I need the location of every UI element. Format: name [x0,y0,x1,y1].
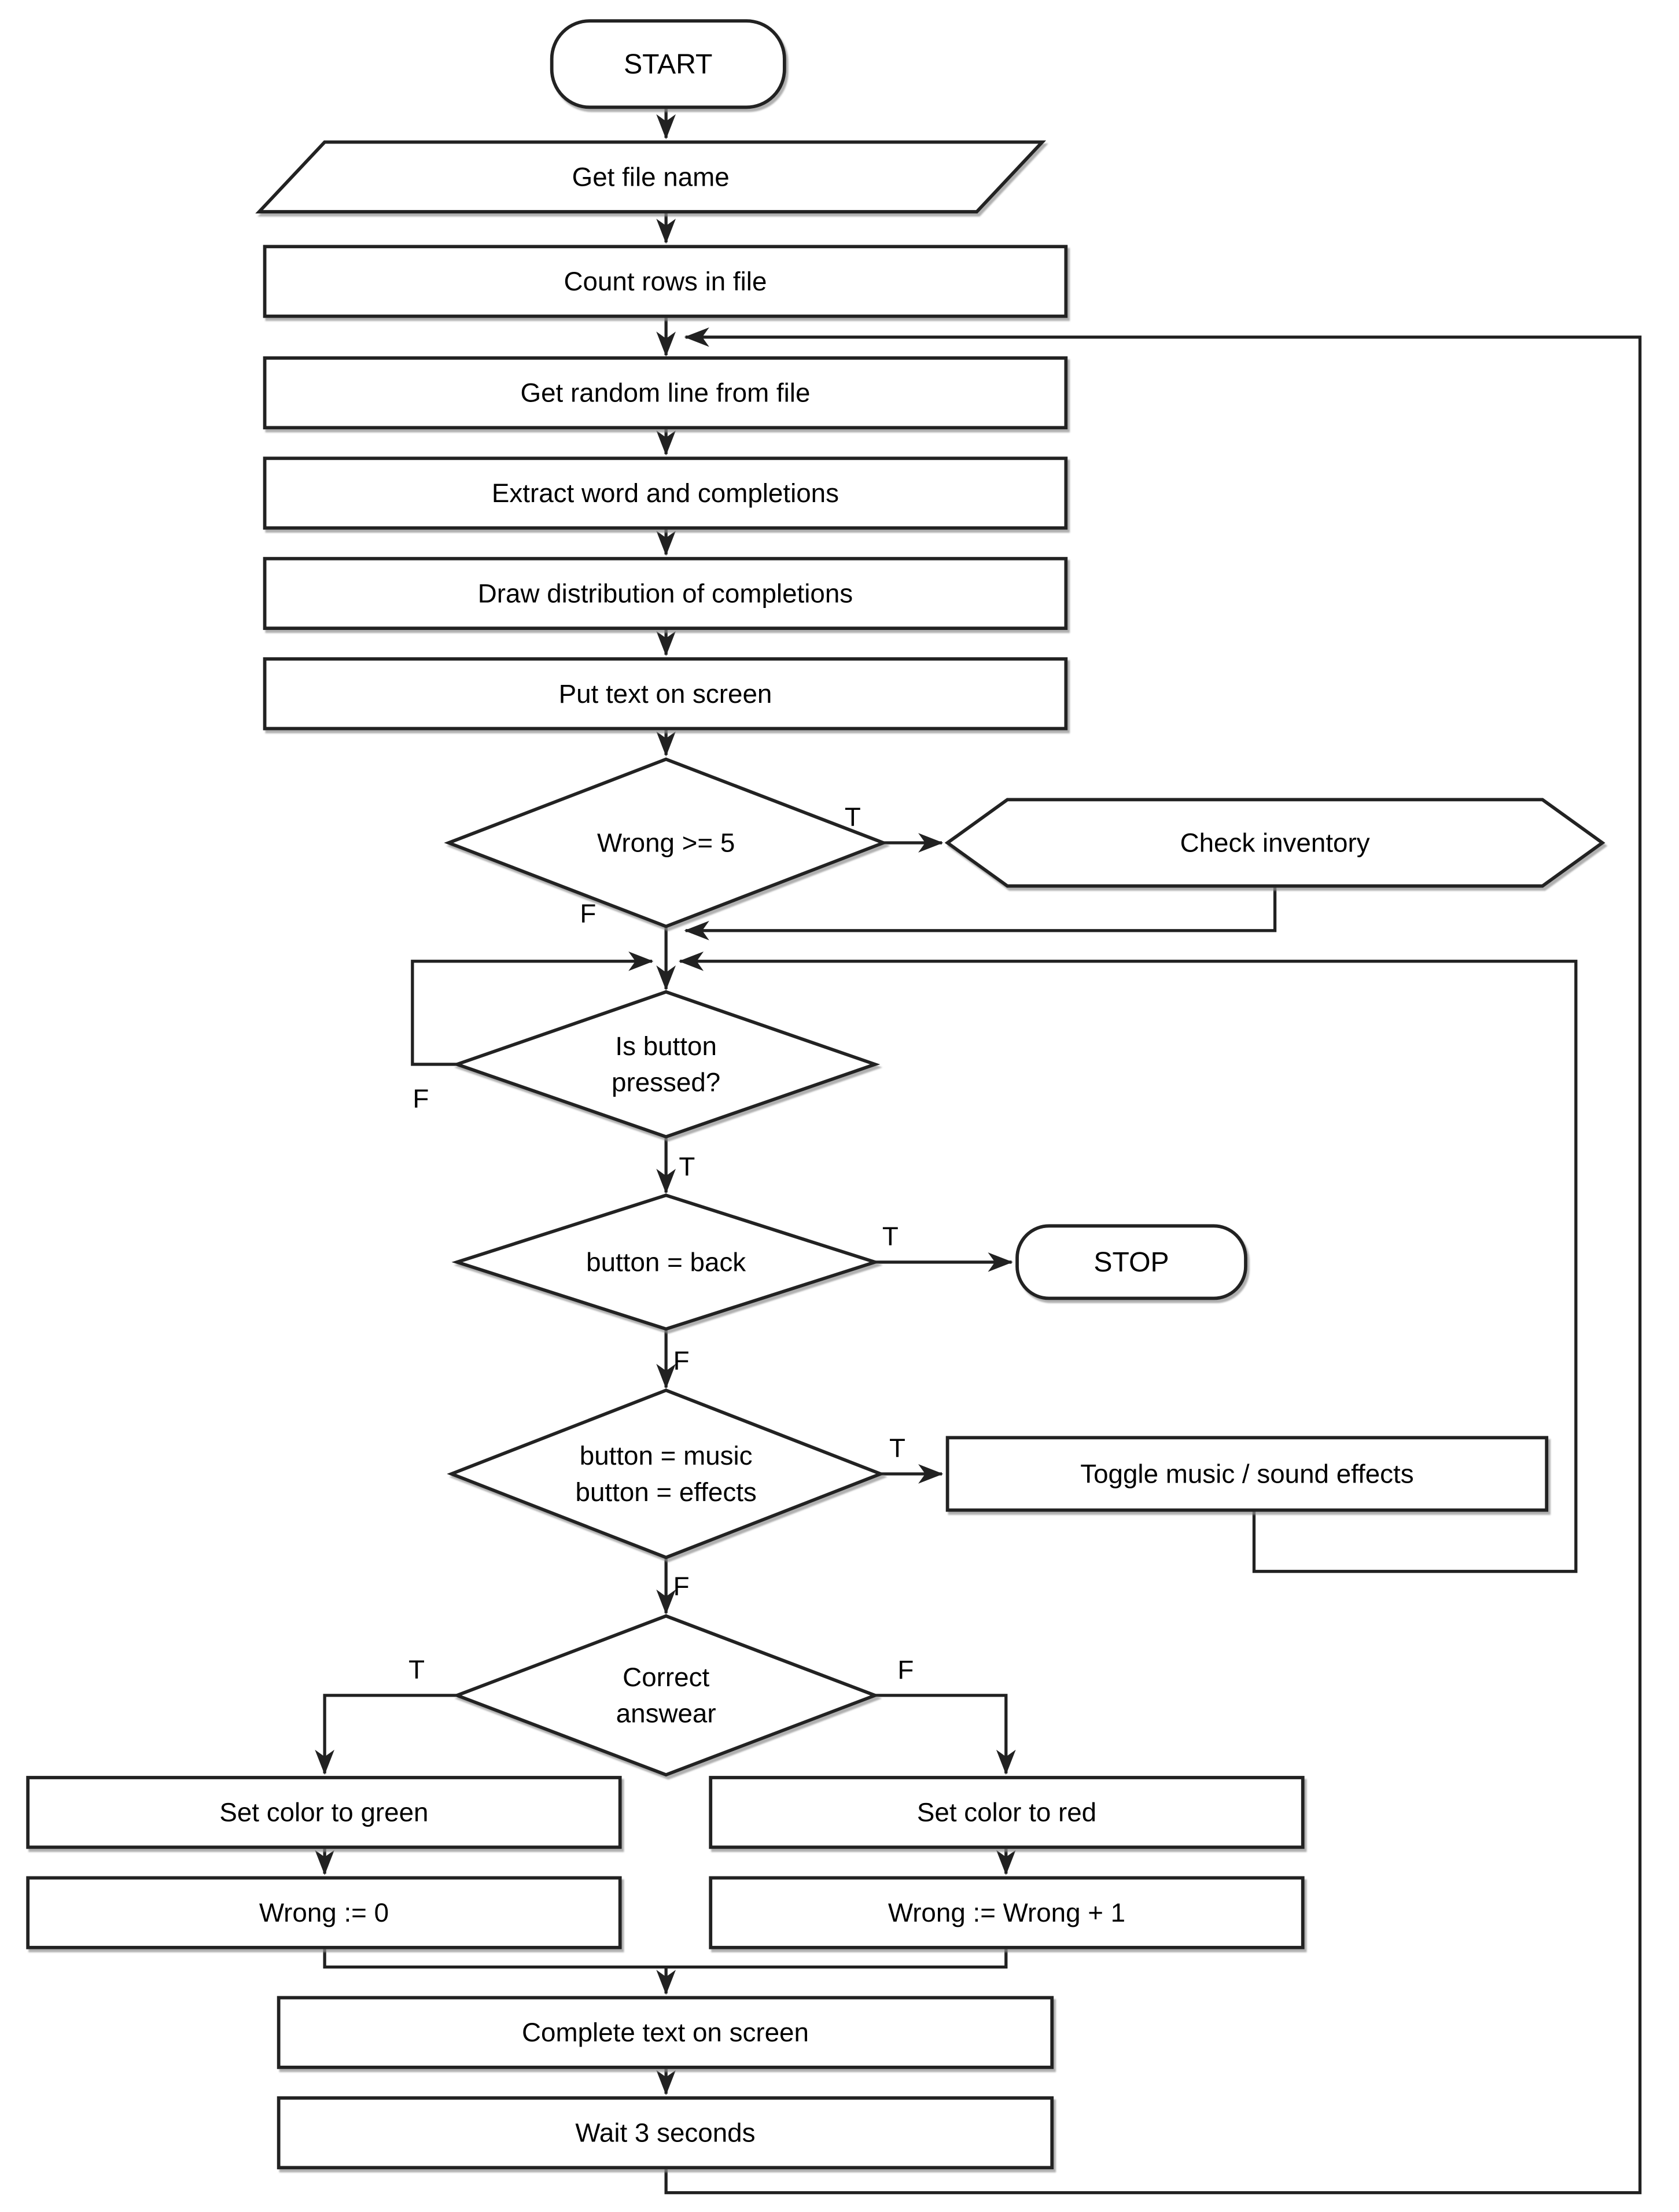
node-label-get-file-name: Get file name [572,162,730,191]
node-label-wait-3-seconds: Wait 3 seconds [575,2118,755,2148]
edge-line-inventory-return [684,886,1277,941]
node-label-set-color-red: Set color to red [917,1798,1096,1827]
edge-pressed-false-loop: F [411,951,654,1114]
node-shape-wrong-zero [26,1876,622,1949]
node-toggle-music: Toggle music / sound effects [945,1436,1549,1512]
node-shape-button-music [447,1388,886,1560]
node-wait-3-seconds: Wait 3 seconds [277,2096,1054,2170]
node-label-start: START [624,49,712,80]
node-wrong-increment: Wrong := Wrong + 1 [709,1876,1305,1949]
node-label-toggle-music: Toggle music / sound effects [1080,1459,1413,1488]
edge-line-main-loop-return [664,327,1642,2195]
node-wrong-zero: Wrong := 0 [26,1876,622,1949]
node-label-extract-word: Extract word and completions [492,478,839,508]
edge-wrong5-true-to-inventory: T [845,802,944,853]
node-get-file-name: Get file name [255,140,1047,213]
node-label-button-back: button = back [586,1247,746,1277]
node-label-wrong-zero: Wrong := 0 [259,1898,389,1927]
node-label-check-inventory: Check inventory [1180,828,1370,858]
branch-label-wrong5-true-to-inventory: T [845,802,861,832]
node-shape-stop [1015,1224,1247,1300]
edge-correct-false: F [875,1655,1016,1775]
edge-back-false: F [656,1329,690,1389]
node-shape-draw-distribution [263,556,1068,631]
edge-back-true-to-stop: T [875,1222,1013,1272]
edge-line-correct-true [315,1694,457,1775]
branch-label-music-true-to-toggle: T [889,1433,905,1463]
node-wrong-ge-5: Wrong >= 5 [444,757,888,928]
node-shape-set-color-red [709,1776,1305,1849]
node-shape-count-rows [263,245,1068,318]
branch-label-pressed-true: T [679,1152,695,1182]
node-start: START [550,19,786,109]
edge-wrong5-false-down: F [580,898,676,991]
node-label-wrong-increment: Wrong := Wrong + 1 [888,1898,1125,1927]
edge-line-pressed-false-loop [411,951,654,1066]
node-label-draw-distribution: Draw distribution of completions [478,578,853,608]
node-count-rows: Count rows in file [263,245,1068,318]
node-shape-check-inventory [944,798,1606,888]
node-stop: STOP [1015,1224,1247,1300]
branch-label-correct-true: T [408,1655,425,1684]
branch-label-pressed-false-loop: F [413,1084,429,1114]
branch-label-music-false: F [673,1572,690,1601]
node-label-wrong-ge-5: Wrong >= 5 [597,828,735,858]
node-extract-word: Extract word and completions [263,456,1068,530]
node-get-random-line: Get random line from file [263,356,1068,430]
node-button-back: button = back [451,1193,881,1331]
edge-toggle-return-loop [678,951,1578,1573]
edge-line-correct-false [875,1694,1016,1775]
node-set-color-red: Set color to red [709,1776,1305,1849]
branch-label-back-true-to-stop: T [882,1222,899,1251]
edge-line-toggle-return-loop [678,951,1578,1573]
node-label-stop: STOP [1093,1247,1169,1278]
edge-music-false: F [656,1557,690,1615]
node-shape-start [550,19,786,109]
node-shape-correct-answear [452,1614,880,1777]
edge-pressed-true: T [656,1137,695,1194]
node-shape-wrong-ge-5 [444,757,888,928]
edge-correct-true: T [315,1655,457,1775]
edge-music-true-to-toggle: T [881,1433,944,1484]
edge-main-loop-return [664,327,1642,2195]
node-put-text: Put text on screen [263,657,1068,731]
node-shape-extract-word [263,456,1068,530]
node-label-count-rows: Count rows in file [564,267,767,296]
node-check-inventory: Check inventory [944,798,1606,888]
node-shape-put-text [263,657,1068,731]
node-complete-text: Complete text on screen [277,1996,1054,2069]
node-shape-get-file-name [255,140,1047,213]
node-shape-button-back [451,1193,881,1331]
node-shape-wrong-increment [709,1876,1305,1949]
node-set-color-green: Set color to green [26,1776,622,1849]
node-shape-toggle-music [945,1436,1549,1512]
node-shape-get-random-line [263,356,1068,430]
node-label-put-text: Put text on screen [559,679,772,709]
node-shape-set-color-green [26,1776,622,1849]
branch-label-back-false: F [673,1345,690,1375]
node-label-complete-text: Complete text on screen [522,2018,809,2047]
node-draw-distribution: Draw distribution of completions [263,556,1068,631]
edge-inventory-return [684,886,1277,941]
node-shape-complete-text [277,1996,1054,2069]
branch-label-wrong5-false-down: F [580,898,596,928]
node-shape-is-button-pressed [452,990,881,1139]
edges-layer: T F F T T F T F T F [315,107,1642,2195]
node-label-get-random-line: Get random line from file [521,378,811,408]
branch-label-correct-false: F [897,1655,914,1684]
node-label-set-color-green: Set color to green [219,1798,428,1827]
node-shape-wait-3-seconds [277,2096,1054,2170]
